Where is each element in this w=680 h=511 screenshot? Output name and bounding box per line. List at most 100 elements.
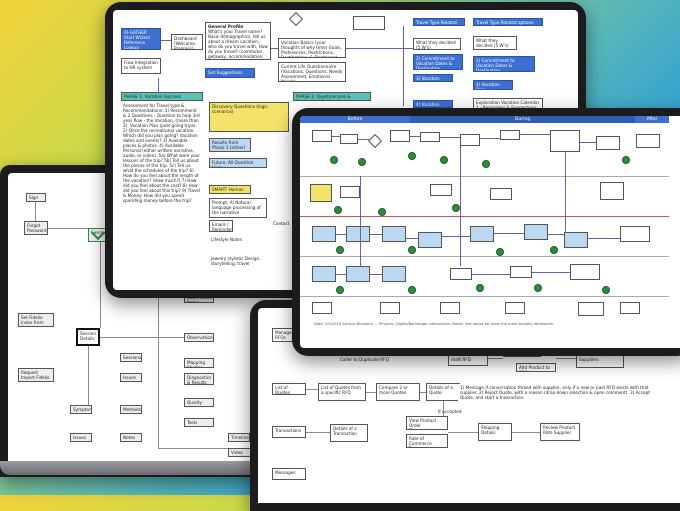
- touchpoint-dot[interactable]: [452, 204, 460, 212]
- blueprint-step[interactable]: [505, 302, 525, 314]
- phase1-header[interactable]: PHASE 1: Vacation Success Assessment: [121, 92, 203, 101]
- blueprint-step[interactable]: [596, 136, 620, 150]
- blueprint-step[interactable]: [620, 302, 640, 314]
- results-box[interactable]: Results from Phase 1 (either): [209, 138, 251, 152]
- touchpoint-dot[interactable]: [334, 206, 342, 214]
- shipping-details-box[interactable]: Shipping Details: [478, 423, 512, 441]
- mapping-studies-box[interactable]: Mapping Studies: [184, 358, 214, 368]
- vacation-basics-box[interactable]: Vacation Basics (your thoughts of why ti…: [278, 38, 346, 58]
- blueprint-step[interactable]: [312, 130, 332, 142]
- phase2-header[interactable]: PHASE 2: Questionnaire & Destination Exp…: [293, 92, 371, 101]
- touchpoint-dot[interactable]: [378, 208, 386, 216]
- blueprint-step[interactable]: [620, 226, 650, 242]
- quotes-for-rfq-box[interactable]: List of Quotes from a specific RFQ: [318, 383, 366, 401]
- blueprint-step[interactable]: [500, 130, 520, 140]
- touchpoint-dot[interactable]: [534, 284, 542, 292]
- blueprint-step[interactable]: [340, 186, 360, 198]
- lane-after[interactable]: After: [635, 116, 669, 123]
- video-details-box[interactable]: Video details: [228, 448, 252, 457]
- blueprint-step[interactable]: [636, 134, 660, 148]
- touchpoint-dot[interactable]: [336, 246, 344, 254]
- row-transactions[interactable]: Transactions: [272, 426, 306, 438]
- blueprint-system[interactable]: [312, 266, 336, 282]
- touchpoint-dot[interactable]: [330, 156, 338, 164]
- blueprint-step[interactable]: [380, 302, 400, 314]
- touchpoint-dot[interactable]: [622, 156, 630, 164]
- touchpoint-dot[interactable]: [602, 286, 610, 294]
- touchpoint-dot[interactable]: [336, 286, 344, 294]
- commitment-box[interactable]: 2) Commitment to Vacation Dates & Destin…: [413, 54, 463, 70]
- issues-small-box[interactable]: Issues: [120, 373, 142, 382]
- blueprint-step[interactable]: [578, 302, 604, 316]
- current-life-box[interactable]: Current Life Questionnaire (Vacations, Q…: [278, 62, 346, 82]
- blueprint-step[interactable]: [510, 266, 532, 278]
- touchpoint-dot[interactable]: [550, 246, 558, 254]
- blueprint-step[interactable]: [312, 302, 332, 314]
- transaction-details-box[interactable]: Details of a Transaction: [330, 424, 368, 442]
- get-suggestions-box[interactable]: Get Suggestions: [205, 68, 255, 78]
- quote-details-box[interactable]: Details of a Quote: [426, 383, 460, 401]
- quality-box[interactable]: Quality: [184, 398, 214, 407]
- blueprint-step[interactable]: [600, 182, 624, 200]
- jewelry-box[interactable]: Jewelry stylistic Design, storytelling, …: [209, 255, 263, 271]
- blueprint-system[interactable]: [564, 232, 588, 248]
- blueprint-step[interactable]: [460, 134, 480, 146]
- blueprint-system[interactable]: [382, 266, 406, 282]
- start-wizard-box[interactable]: AI-GATHER Start Wizard Reference Lookup: [121, 28, 161, 50]
- blueprint-step[interactable]: [390, 130, 410, 142]
- decided-right-box[interactable]: What they decided (5 W's): [473, 36, 517, 50]
- contact-box[interactable]: Contact: [271, 220, 295, 240]
- dashboard-box[interactable]: Dashboard (Welcome, Progress): [171, 34, 203, 50]
- touchpoint-dot[interactable]: [408, 286, 416, 294]
- tools-box[interactable]: Tools: [184, 418, 214, 427]
- touchpoint-dot[interactable]: [358, 158, 366, 166]
- diagnostics-box[interactable]: Diagnostics & Results: [184, 373, 214, 385]
- blueprint-system[interactable]: [418, 232, 442, 248]
- smart-human-box[interactable]: SMART: Human processing: [209, 185, 251, 194]
- blueprint-system[interactable]: [524, 224, 548, 240]
- blueprint-step[interactable]: [550, 130, 580, 152]
- view-product-order-box[interactable]: View Product Order Transaction: [406, 416, 448, 430]
- what-they-decided-box[interactable]: What they decided (5 W's): [413, 38, 461, 50]
- review-rate-box[interactable]: Review Product Rate Supplier: [540, 423, 580, 441]
- vacation-prep-right-box[interactable]: 4) Vacation Prep: [473, 80, 513, 90]
- set-fidelio-box[interactable]: Set Fidelio index from Unity: [18, 313, 54, 327]
- blueprint-system[interactable]: [382, 226, 406, 242]
- blueprint-step[interactable]: [450, 268, 472, 280]
- nlp-prompt-box[interactable]: Prompt: AI Natural language processing o…: [209, 198, 267, 218]
- touchpoint-dot[interactable]: [496, 248, 504, 256]
- lifestyle-notes-box[interactable]: Lifestyle Notes: [209, 236, 251, 250]
- sign-in-box[interactable]: Sign In: [26, 193, 46, 202]
- blueprint-step[interactable]: [440, 302, 460, 314]
- travel-type-header[interactable]: Travel Type Related options: [413, 18, 465, 26]
- issues-box[interactable]: Issues: [70, 433, 92, 442]
- caller-duplicate-box[interactable]: Caller to Duplicate RFQ: [338, 356, 398, 365]
- touchpoint-dot[interactable]: [482, 160, 490, 168]
- session-details-box[interactable]: Session Details: [76, 328, 100, 346]
- lane-before[interactable]: Before: [300, 116, 410, 123]
- blueprint-step[interactable]: [570, 264, 600, 280]
- blueprint-system[interactable]: [346, 226, 370, 242]
- notes-box[interactable]: Notes: [120, 433, 142, 442]
- symptoms-box[interactable]: Symptoms: [70, 405, 92, 414]
- request-import-box[interactable]: Request Import Fidelio Journals: [18, 368, 54, 382]
- blueprint-system[interactable]: [312, 226, 336, 242]
- add-product-box-2[interactable]: Add Product to RFQ: [516, 363, 556, 372]
- blueprint-system[interactable]: [470, 226, 494, 242]
- touchpoint-dot[interactable]: [440, 156, 448, 164]
- compare-quotes-box[interactable]: Compare 2 or more Quotes: [376, 383, 420, 401]
- rate-commerce-box[interactable]: Rate of Commerce Transaction: [406, 434, 448, 448]
- timeline-box[interactable]: Timeline: [228, 433, 250, 442]
- discovery-questions-box[interactable]: Discovery Questions (logic scenarios): [209, 102, 289, 132]
- general-profile-box[interactable]: General Profile What's your Travel name?…: [205, 22, 271, 60]
- blueprint-note[interactable]: [310, 184, 332, 202]
- travel-header-right[interactable]: Travel Type Related options: [473, 18, 543, 26]
- observations-box[interactable]: Observations: [184, 333, 214, 342]
- vacation-prep-bottom-box[interactable]: 4) Vacation Prep: [413, 100, 453, 108]
- blueprint-step[interactable]: [340, 134, 358, 144]
- touchpoint-dot[interactable]: [408, 246, 416, 254]
- sessions-small-box[interactable]: Sessions: [120, 353, 142, 362]
- lane-during[interactable]: During: [410, 116, 635, 123]
- blueprint-step[interactable]: [430, 184, 452, 196]
- methods-box[interactable]: Methods: [120, 405, 142, 414]
